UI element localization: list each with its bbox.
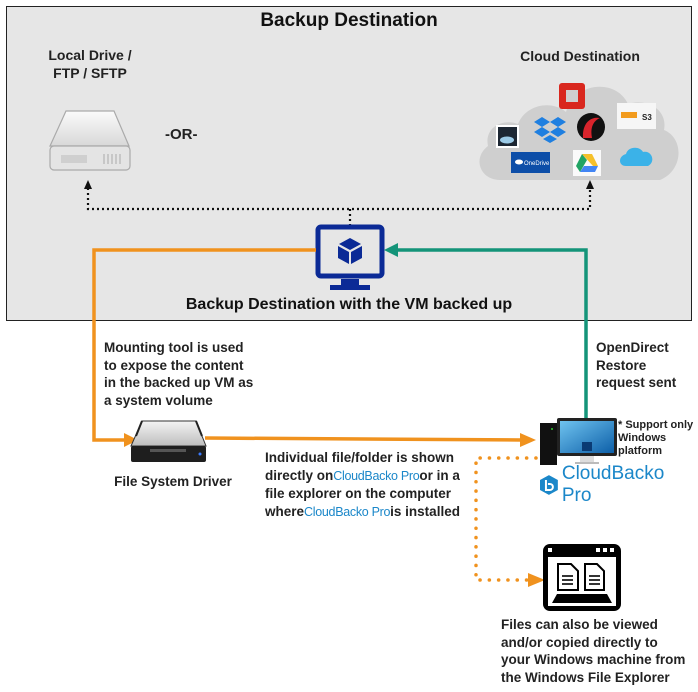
individual-text-line: directly onCloudBacko Proor in a — [265, 467, 475, 486]
mounting-text-line: a system volume — [104, 392, 213, 408]
rackspace-icon — [577, 113, 605, 141]
orange-flow-line — [92, 248, 523, 442]
files-text-line: and/or copied directly to — [501, 634, 658, 650]
amazon-cloud-drive-icon — [496, 125, 519, 148]
svg-text:S3: S3 — [642, 113, 652, 122]
arrow-to-cloud — [586, 180, 594, 189]
windows-computer-icon — [540, 418, 617, 465]
brand-name: CloudBacko Pro — [304, 504, 391, 519]
opendirect-text-line: OpenDirect — [596, 340, 669, 355]
text-fragment: directly on — [265, 467, 334, 483]
file-system-driver-label: File System Driver — [114, 474, 232, 489]
opendirect-text-line: request sent — [596, 375, 677, 390]
text-fragment: where — [265, 503, 305, 519]
cloud-destination-label: Cloud Destination — [520, 48, 640, 64]
individual-text-line: Individual file/folder is shown — [265, 450, 455, 465]
arrow-to-file-explorer — [528, 573, 545, 587]
support-note-line: Windows — [618, 432, 667, 444]
text-fragment: is installed — [390, 503, 460, 519]
dropbox-icon — [534, 117, 566, 143]
orange-dotted-flow — [474, 456, 538, 582]
support-note: * Support only Windows platform — [618, 419, 698, 458]
arrow-to-local-drive — [84, 180, 92, 189]
file-system-driver-icon — [130, 420, 207, 462]
files-viewed-text: Files can also be viewed and/or copied d… — [501, 616, 698, 686]
vm-label: Backup Destination with the VM backed up — [185, 296, 513, 313]
onedrive-icon: OneDrive — [511, 152, 550, 173]
opendirect-text-line: Restore — [596, 357, 647, 373]
vm-monitor-icon — [315, 224, 385, 290]
arrow-to-vm — [384, 243, 398, 257]
cloudbacko-logo-text: CloudBacko Pro — [561, 463, 665, 506]
local-drive-label-line2: FTP / SFTP — [53, 65, 127, 81]
mounting-text-line: Mounting tool is used — [104, 340, 244, 355]
svg-text:OneDrive: OneDrive — [524, 161, 550, 167]
opendirect-request-text: OpenDirect Restore request sent — [596, 339, 696, 392]
support-note-line: platform — [618, 445, 662, 457]
local-drive-label: Local Drive / FTP / SFTP — [30, 46, 150, 82]
teal-flow-line — [395, 248, 588, 420]
dotted-connector-to-destinations — [86, 188, 592, 226]
mounting-text-line: to expose the content — [104, 357, 244, 373]
individual-text-line: file explorer on the computer — [265, 486, 452, 501]
hard-drive-icon — [49, 110, 131, 171]
openstack-icon — [559, 83, 585, 109]
cloudbacko-pro-logo: CloudBacko Pro — [540, 463, 698, 507]
panel-title: Backup Destination — [260, 10, 438, 31]
azure-icon — [620, 147, 653, 166]
arrow-to-cloudbacko — [520, 433, 536, 447]
files-text-line: the Windows File Explorer — [501, 669, 670, 685]
cloudbacko-logo-icon — [540, 475, 558, 495]
files-text-line: your Windows machine from — [501, 652, 686, 667]
or-separator: -OR- — [165, 126, 198, 143]
text-fragment: or in a — [419, 467, 460, 483]
vm-cube-icon — [338, 238, 362, 264]
google-drive-icon — [573, 150, 601, 176]
arrow-to-fsd — [124, 433, 138, 447]
mounting-text-line: in the backed up VM as — [104, 375, 254, 390]
file-explorer-icon — [543, 544, 621, 611]
mounting-tool-text: Mounting tool is used to expose the cont… — [104, 339, 284, 409]
support-note-line: * Support only — [618, 419, 694, 431]
files-text-line: Files can also be viewed — [501, 617, 658, 632]
individual-file-text: Individual file/folder is shown directly… — [265, 449, 475, 521]
amazon-s3-icon: S3 — [617, 103, 656, 129]
local-drive-label-line1: Local Drive / — [48, 47, 132, 63]
individual-text-line: whereCloudBacko Prois installed — [265, 503, 475, 522]
brand-name: CloudBacko Pro — [333, 468, 420, 483]
